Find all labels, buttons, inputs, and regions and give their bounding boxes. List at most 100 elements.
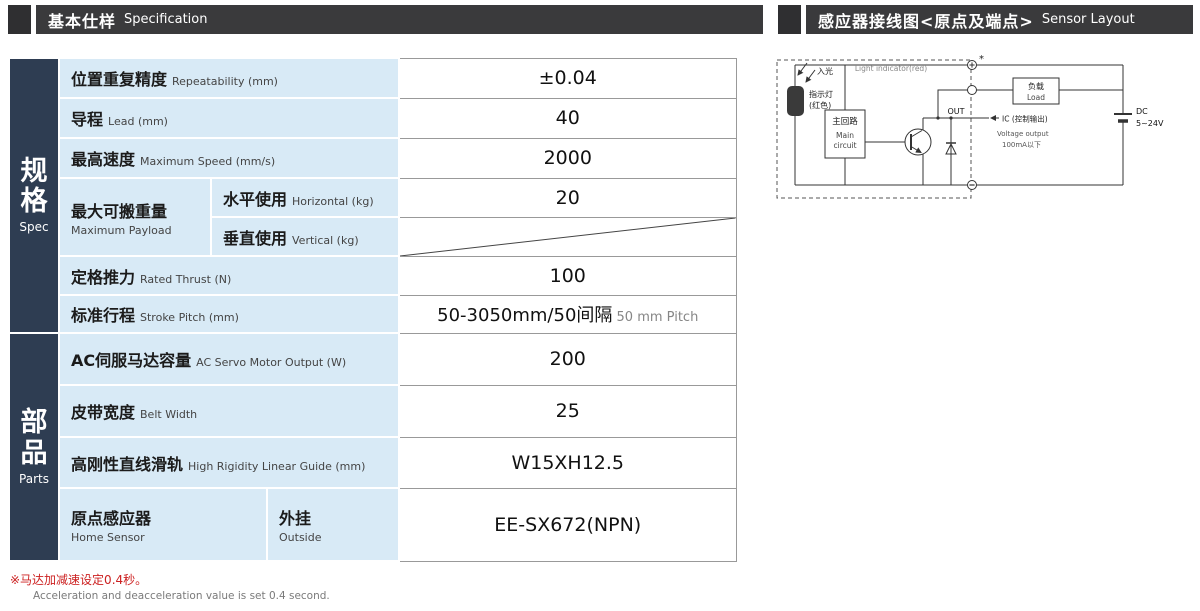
footnote-gray: Acceleration and deacceleration value is…	[33, 590, 330, 602]
label-en: Home Sensor	[71, 531, 145, 544]
value-repeatability: ±0.04	[398, 57, 737, 99]
label-en: Rated Thrust (N)	[140, 272, 232, 286]
label-payload-vertical: 垂直使用 Vertical (kg)	[210, 216, 400, 257]
specification-header: 基本仕样 Specification	[8, 5, 763, 34]
ic-label: IC (控制输出)	[1002, 114, 1048, 124]
table-row: 部品 Parts AC伺服马达容量 AC Servo Motor Output (…	[8, 332, 737, 562]
voltage-output-label: Voltage output	[997, 130, 1049, 138]
dc-label-1: DC	[1136, 107, 1148, 116]
label-en: Maximum Speed (mm/s)	[140, 155, 276, 168]
value-payload-horizontal: 20	[398, 177, 737, 218]
sensor-outline	[776, 59, 972, 199]
label-zh: 垂直使用	[223, 228, 288, 248]
label-zh: AC伺服马达容量	[71, 351, 192, 370]
label-zh: 高刚性直线滑轨	[71, 454, 184, 474]
stroke-value: 50-3050mm/50间隔	[437, 305, 613, 326]
indicator-color-label: (红色)	[809, 100, 831, 110]
label-en: Belt Width	[140, 408, 198, 421]
label-en: Stroke Pitch (mm)	[140, 311, 239, 324]
junction-dot	[949, 116, 953, 120]
label-linear-guide: 高刚性直线滑轨 High Rigidity Linear Guide (mm)	[58, 436, 400, 489]
load-terminal	[967, 85, 977, 95]
table-row: 原点感应器 Home Sensor 外挂 Outside EE-SX672(NPN)	[9, 487, 737, 562]
label-en: Outside	[279, 531, 322, 544]
label-zh: 标准行程	[71, 306, 136, 325]
label-zh: 水平使用	[223, 189, 288, 209]
main-circuit-label-en2: circuit	[833, 141, 856, 150]
label-home-sensor: 原点感应器 Home Sensor	[58, 487, 268, 562]
specification-table: 规格 Spec 位置重复精度 Repeatability (mm) ±0.04 导…	[8, 57, 737, 562]
label-rated-thrust: 定格推力 Rated Thrust (N)	[58, 255, 400, 296]
value-max-speed: 2000	[398, 137, 737, 179]
label-zh: 原点感应器	[71, 509, 152, 528]
header-title-en: Sensor Layout	[1041, 12, 1135, 27]
not-applicable-slash	[400, 218, 736, 256]
header-accent-square	[8, 5, 31, 34]
table-row: 高刚性直线滑轨 High Rigidity Linear Guide (mm) W…	[9, 436, 737, 489]
header-title-zh: 感应器接线图<原点及端点>	[818, 11, 1034, 31]
header-title-en: Specification	[124, 12, 208, 27]
value-payload-vertical-na	[398, 216, 737, 257]
label-en: Maximum Payload	[71, 223, 172, 237]
value-linear-guide: W15XH12.5	[398, 436, 737, 489]
label-zh: 最高速度	[71, 150, 136, 169]
label-max-speed: 最高速度 Maximum Speed (mm/s)	[58, 137, 400, 179]
transistor-icon	[904, 128, 932, 156]
table-row: 规格 Spec 位置重复精度 Repeatability (mm) ±0.04	[8, 57, 737, 334]
label-en: High Rigidity Linear Guide (mm)	[188, 459, 366, 473]
label-zh: 导程	[71, 110, 104, 129]
junction-dot	[936, 116, 940, 120]
label-home-sensor-outside: 外挂 Outside	[266, 487, 400, 562]
value-stroke: 50-3050mm/50间隔 50 mm Pitch	[398, 294, 737, 334]
value-home-sensor: EE-SX672(NPN)	[398, 487, 737, 562]
label-zh: 外挂	[279, 509, 312, 528]
footnote-red: ※马达加减速设定0.4秒。	[10, 573, 148, 587]
main-circuit-label-zh: 主回路	[832, 116, 858, 127]
wires	[794, 64, 1124, 186]
group-label-zh: 部品	[20, 407, 48, 469]
label-zh: 定格推力	[71, 267, 136, 287]
label-zh: 位置重复精度	[71, 70, 168, 89]
label-stroke: 标准行程 Stroke Pitch (mm)	[58, 294, 400, 334]
group-label-en: Spec	[19, 220, 49, 235]
load-label-zh: 负载	[1028, 81, 1044, 91]
load-label-en: Load	[1027, 93, 1045, 102]
header-bar: 感应器接线图<原点及端点> Sensor Layout	[806, 5, 1193, 34]
table-row: 垂直使用 Vertical (kg)	[9, 216, 737, 257]
group-label-zh: 规格	[20, 155, 48, 217]
label-en: Repeatability (mm)	[172, 75, 278, 88]
label-en: AC Servo Motor Output (W)	[196, 356, 347, 369]
stroke-value-note: 50 mm Pitch	[612, 310, 699, 325]
led-icon	[787, 86, 804, 116]
current-limit-label: 100mA以下	[1002, 141, 1041, 149]
star-note: *	[979, 54, 984, 65]
label-en: Vertical (kg)	[292, 233, 359, 247]
light-indicator-label-en: Light indicator(red)	[855, 64, 927, 73]
table-row: 标准行程 Stroke Pitch (mm) 50-3050mm/50间隔 50 …	[9, 294, 737, 334]
indicator-label-zh: 指示灯	[809, 89, 833, 99]
group-cell-spec: 规格 Spec	[8, 57, 60, 334]
label-servo-output: AC伺服马达容量 AC Servo Motor Output (W)	[58, 332, 400, 386]
out-label: OUT	[947, 107, 964, 116]
sensor-wiring-diagram: 入光 指示灯 (红色) Light indicator(red) 主回路 Mai…	[776, 54, 1164, 199]
label-zh: 皮带宽度	[71, 403, 136, 422]
value-servo-output: 200	[398, 332, 737, 386]
battery-icon	[1114, 113, 1132, 123]
group-label-en: Parts	[19, 471, 49, 486]
load-box	[1012, 77, 1060, 105]
header-title-zh: 基本仕样	[48, 11, 117, 31]
main-circuit-label-en1: Main	[836, 131, 854, 140]
light-ray-arrows	[797, 62, 816, 83]
label-belt-width: 皮带宽度 Belt Width	[58, 384, 400, 438]
sensor-layout-header: 感应器接线图<原点及端点> Sensor Layout	[778, 5, 1193, 34]
diode-icon	[945, 142, 957, 155]
value-lead: 40	[398, 97, 737, 139]
plus-terminal	[967, 60, 977, 70]
incoming-light-label: 入光	[817, 66, 833, 76]
